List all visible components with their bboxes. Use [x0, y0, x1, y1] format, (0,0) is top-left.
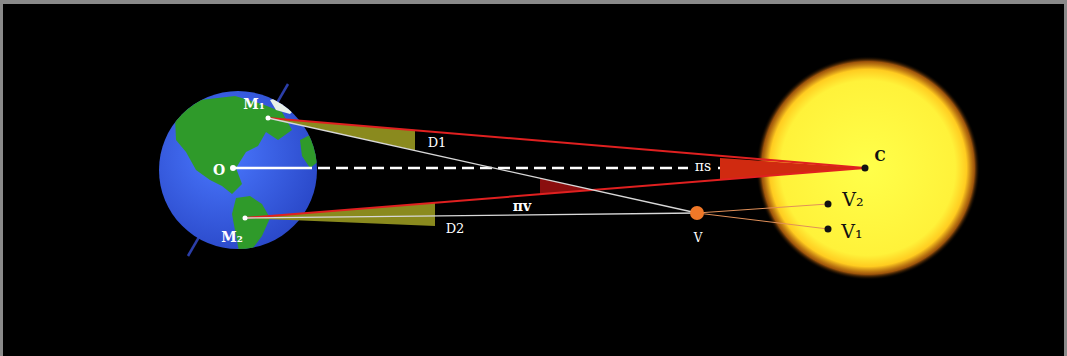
projection-line [697, 213, 828, 229]
south-america [232, 196, 270, 256]
north-america [175, 96, 292, 194]
sight-line-m2-c [245, 168, 865, 218]
angle-label: D1 [428, 136, 447, 149]
angle-label: D2 [446, 222, 465, 235]
angle-label: πv [513, 199, 531, 213]
angle-label: πs [695, 159, 711, 173]
continents [175, 94, 320, 256]
angle-d2 [245, 203, 435, 226]
point-label: V [694, 232, 703, 244]
point-label: M₁ [243, 97, 265, 111]
frame-edge [1064, 0, 1067, 356]
point-label: V₁ [841, 222, 862, 241]
point-label: O [213, 163, 225, 177]
frame-edge [0, 0, 1067, 4]
sight-line-m1-c [268, 118, 865, 168]
radius-line [233, 167, 300, 170]
point-m2 [243, 216, 248, 221]
point-label: M₂ [221, 230, 243, 244]
europe-edge [300, 132, 320, 168]
point-o [230, 165, 236, 171]
projection-line [697, 204, 828, 213]
venus [690, 206, 704, 220]
sight-line-m1-v [268, 118, 697, 213]
sight-line-m2-v [245, 213, 697, 218]
greenland [270, 94, 300, 114]
frame-edge [0, 0, 3, 356]
point-c [862, 165, 869, 172]
point-label: V₂ [842, 190, 863, 209]
point-v2 [825, 201, 832, 208]
point-m1 [266, 116, 271, 121]
point-label: C [874, 149, 885, 163]
point-v1 [825, 226, 832, 233]
